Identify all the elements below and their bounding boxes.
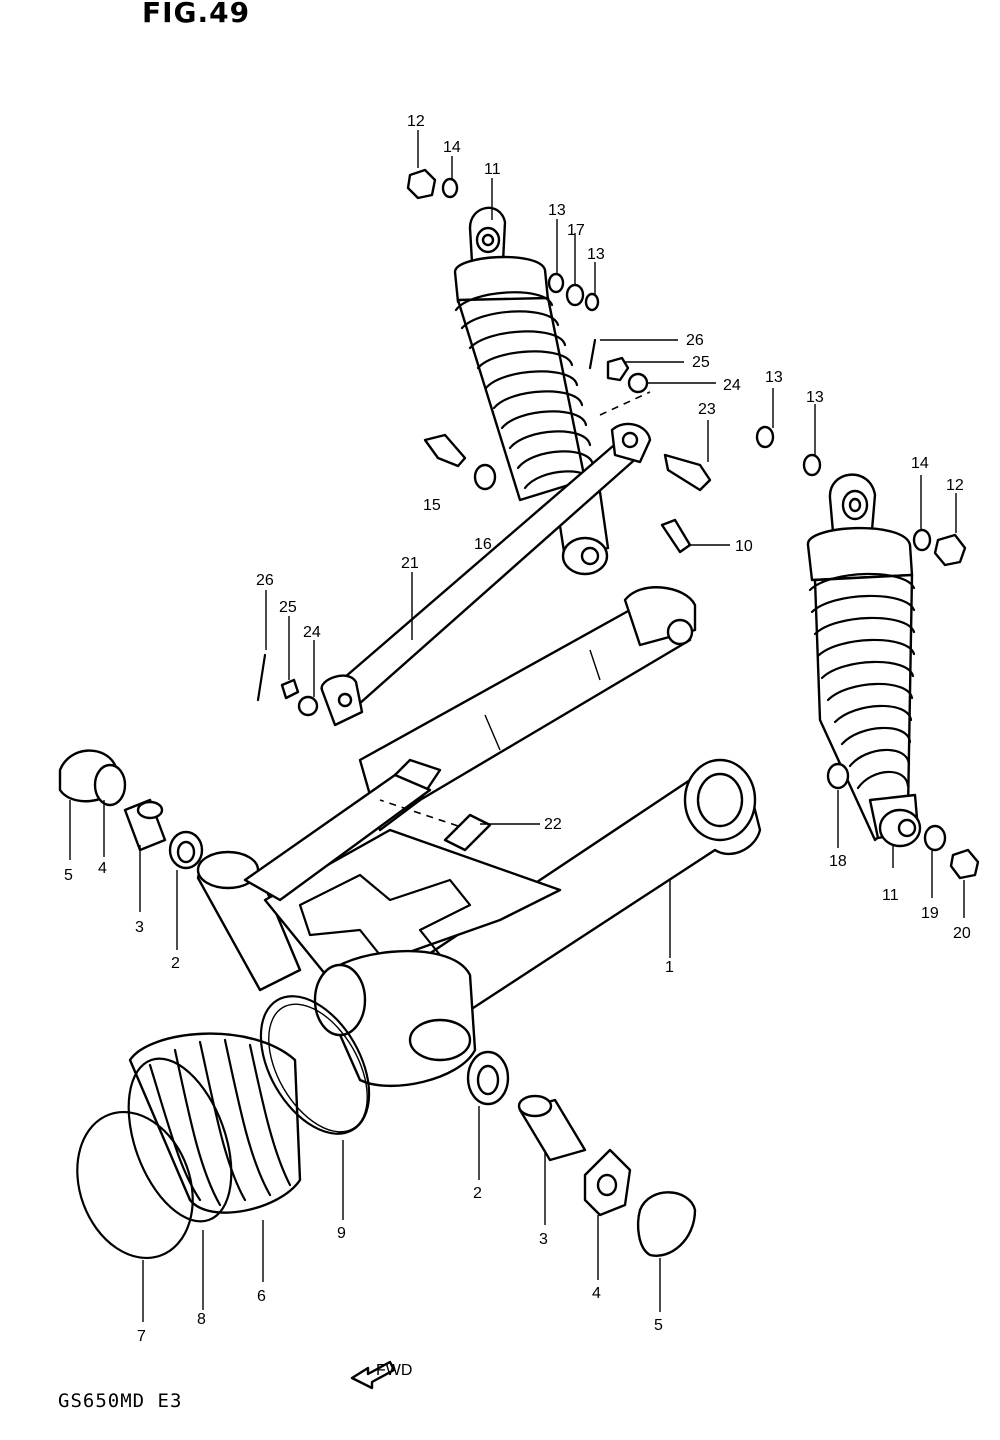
callout: 19	[921, 905, 939, 922]
callout: 23	[698, 401, 716, 418]
callout: 11	[882, 887, 899, 904]
figure-title: FIG.49	[142, 0, 251, 29]
callout: 5	[64, 867, 73, 884]
callout: 17	[567, 222, 585, 239]
brake-torque-arm	[358, 586, 697, 832]
drive-boot-assembly	[76, 995, 371, 1260]
callout-labels: 12 14 11 13 17 13 26 25 24 23 13 13 14 1…	[64, 113, 971, 1345]
callout: 14	[443, 139, 461, 156]
swingarm	[196, 758, 762, 1088]
left-pivot-parts	[58, 749, 204, 870]
callout: 13	[587, 246, 605, 263]
callout: 16	[474, 536, 492, 553]
leader-lines	[69, 130, 965, 1322]
callout: 8	[197, 1311, 206, 1328]
callout: 20	[953, 925, 971, 942]
callout: 3	[539, 1231, 548, 1248]
callout: 21	[401, 555, 419, 572]
callout: 4	[592, 1285, 601, 1302]
fwd-label: FWD	[376, 1362, 412, 1379]
callout: 12	[407, 113, 425, 130]
callout: 22	[544, 816, 562, 833]
callout: 26	[686, 332, 704, 349]
callout: 15	[423, 497, 441, 514]
callout: 13	[806, 389, 824, 406]
callout: 13	[548, 202, 566, 219]
callout: 7	[137, 1328, 146, 1345]
callout: 18	[829, 853, 847, 870]
callout: 3	[135, 919, 144, 936]
callout: 2	[171, 955, 180, 972]
callout: 9	[337, 1225, 346, 1242]
callout: 2	[473, 1185, 482, 1202]
callout: 14	[911, 455, 929, 472]
callout: 6	[257, 1288, 266, 1305]
callout: 25	[279, 599, 297, 616]
hardware	[256, 168, 980, 880]
callout: 12	[946, 477, 964, 494]
callout: 24	[303, 624, 321, 641]
callout: 24	[723, 377, 741, 394]
callout: 26	[256, 572, 274, 589]
callout: 4	[98, 860, 107, 877]
callout: 13	[765, 369, 783, 386]
torque-rod	[320, 422, 652, 727]
forward-direction-arrow: FWD	[350, 1360, 412, 1390]
callout: 10	[735, 538, 753, 555]
callout: 5	[654, 1317, 663, 1334]
callout: 1	[665, 959, 674, 976]
right-shock-absorber	[806, 473, 922, 848]
right-pivot-parts	[466, 1050, 697, 1257]
model-code: GS650MD E3	[58, 1390, 183, 1412]
callout: 11	[484, 161, 501, 178]
callout: 25	[692, 354, 710, 371]
